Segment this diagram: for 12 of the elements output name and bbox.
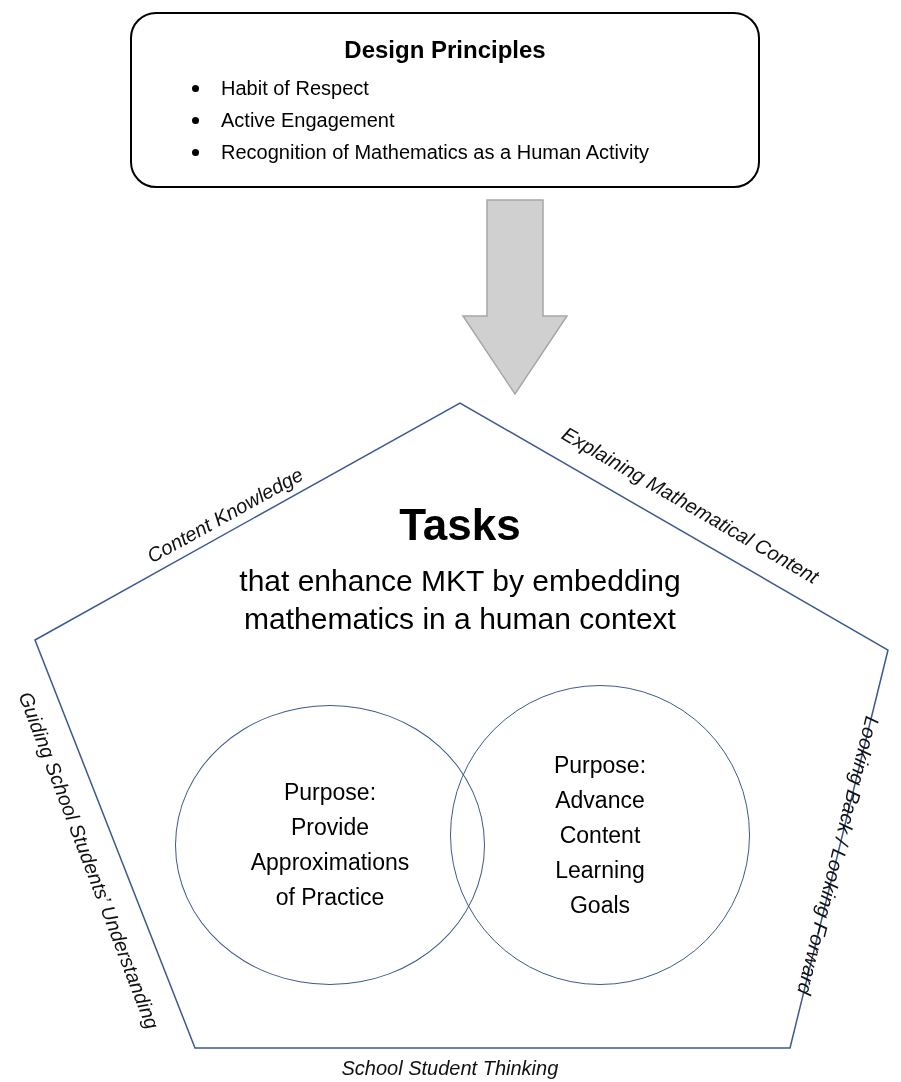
- bullet-item: Active Engagement: [221, 108, 395, 133]
- arrow: [461, 199, 569, 396]
- bullet-item: Habit of Respect: [221, 76, 369, 101]
- task-title: Tasks: [398, 500, 522, 550]
- task-description: that enhance MKT by embedding mathematics in a human context: [238, 563, 682, 637]
- purpose-text: Purpose: Advance Content Learning Goals: [552, 750, 648, 920]
- purpose-text: Purpose: Provide Approximations of Practice: [249, 778, 411, 912]
- box-heading: Design Principles: [343, 36, 547, 64]
- side-label: Looking Back / Looking Forward: [792, 713, 884, 997]
- bullet-item: Recognition of Mathematics as a Human Activity: [221, 140, 649, 165]
- principles-box: [130, 12, 760, 188]
- side-label: School Student Thinking: [341, 1056, 559, 1080]
